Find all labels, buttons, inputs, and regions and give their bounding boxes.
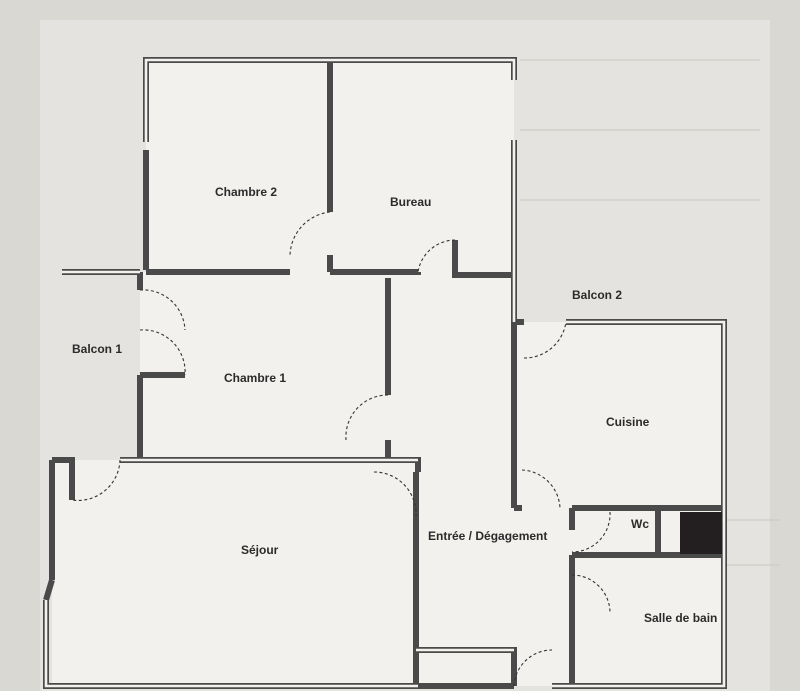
label-chambre1: Chambre 1 xyxy=(224,371,286,385)
door-chambre1 xyxy=(345,394,389,441)
label-balcon2: Balcon 2 xyxy=(572,288,622,302)
label-sdb: Salle de bain xyxy=(644,611,717,625)
door-chambre2 xyxy=(289,211,331,256)
door-sejour xyxy=(71,459,121,501)
door-balcon1-bottom xyxy=(139,329,186,376)
door-bureau xyxy=(417,239,456,273)
door-swings xyxy=(71,211,611,687)
door-entree xyxy=(373,471,417,517)
door-wc xyxy=(571,511,611,553)
door-main xyxy=(513,649,553,687)
wall-highlights xyxy=(44,58,726,688)
label-sejour: Séjour xyxy=(241,543,279,557)
door-cuisine xyxy=(521,469,561,509)
door-balcon2 xyxy=(523,321,567,359)
label-entree: Entrée / Dégagement xyxy=(428,529,547,543)
room-labels: Chambre 2 Bureau Balcon 1 Chambre 1 Balc… xyxy=(72,185,717,625)
label-cuisine: Cuisine xyxy=(606,415,650,429)
door-balcon1-top xyxy=(139,289,186,331)
label-bureau: Bureau xyxy=(390,195,431,209)
fixture-block xyxy=(680,512,722,554)
label-balcon1: Balcon 1 xyxy=(72,342,122,356)
label-wc: Wc xyxy=(631,517,649,531)
door-sdb xyxy=(571,574,611,613)
label-chambre2: Chambre 2 xyxy=(215,185,277,199)
